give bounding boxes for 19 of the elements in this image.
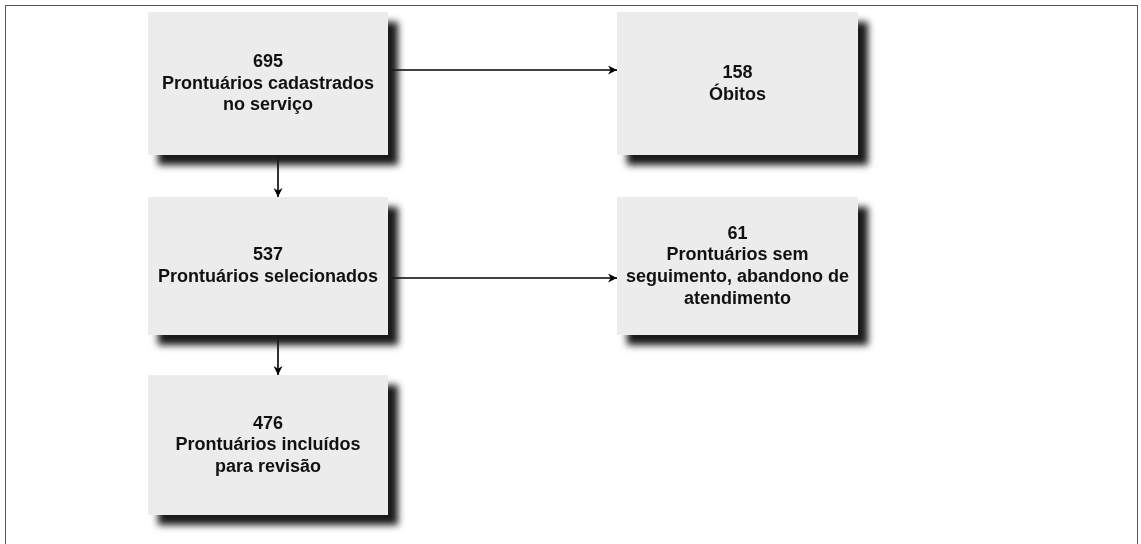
box-label: Prontuários incluídos para revisão bbox=[174, 434, 362, 478]
arrow bbox=[273, 334, 283, 376]
process-box bbox=[148, 375, 388, 515]
count-text: 61 bbox=[727, 222, 748, 245]
process-box bbox=[148, 12, 388, 155]
arrow bbox=[387, 65, 618, 75]
box-label: Prontuários selecionados bbox=[157, 266, 379, 288]
box-label: Óbitos bbox=[709, 83, 766, 106]
process-box bbox=[617, 12, 858, 155]
process-box bbox=[617, 197, 858, 335]
count-text: 537 bbox=[252, 244, 283, 266]
count-text: 695 bbox=[252, 51, 283, 73]
box-label: Prontuários cadastrados no serviço bbox=[160, 72, 376, 116]
process-box bbox=[148, 197, 388, 335]
arrow bbox=[273, 154, 283, 198]
arrow bbox=[387, 273, 618, 283]
count-text: 476 bbox=[252, 412, 283, 435]
count-text: 158 bbox=[722, 61, 753, 83]
box-label: Prontuários sem seguimento, abandono de atendimento bbox=[625, 244, 850, 310]
